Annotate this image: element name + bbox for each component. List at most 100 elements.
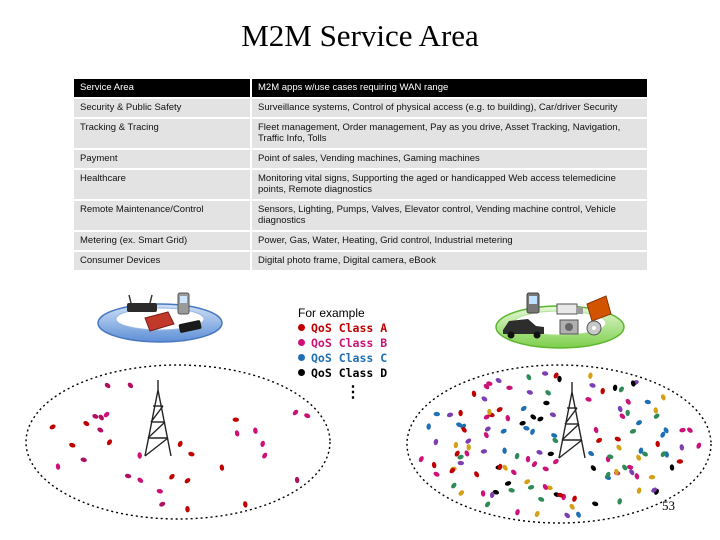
device-dot	[496, 407, 503, 413]
device-dot	[629, 428, 637, 434]
device-dot	[600, 387, 605, 395]
table-cell: Metering (ex. Smart Grid)	[74, 231, 252, 252]
qos-legend: For example QoS Class A QoS Class B QoS …	[298, 306, 387, 381]
device-dot	[630, 380, 636, 387]
device-dot	[625, 398, 631, 405]
device-dot	[511, 469, 517, 476]
device-dot	[98, 414, 104, 421]
device-dot	[471, 390, 477, 397]
device-dot	[159, 501, 166, 507]
table-cell: Payment	[74, 149, 252, 170]
device-dot	[569, 503, 575, 510]
device-dot	[531, 461, 538, 468]
device-dot	[483, 383, 490, 390]
device-dot	[243, 501, 248, 508]
device-dot	[551, 433, 558, 438]
device-dot	[465, 438, 472, 444]
device-dot	[564, 512, 570, 519]
modem-icon	[178, 320, 202, 333]
device-dot	[519, 420, 526, 426]
device-dot	[103, 411, 110, 418]
device-dot	[69, 442, 76, 448]
table-cell: Fleet management, Order management, Pay …	[251, 118, 647, 150]
device-dot	[651, 487, 658, 493]
device-dot	[526, 374, 532, 381]
table-header-row: Service Area M2M apps w/use cases requir…	[74, 79, 647, 99]
right-coverage-area	[406, 364, 712, 524]
device-dot	[520, 405, 527, 412]
car-icon	[503, 319, 544, 339]
device-dot	[506, 385, 513, 391]
table-cell: Surveillance systems, Control of physica…	[251, 98, 647, 119]
device-dot	[495, 377, 502, 384]
device-dot	[530, 428, 535, 435]
device-dot	[83, 420, 90, 427]
table-row: Tracking & Tracing Fleet management, Ord…	[74, 118, 647, 150]
legend-label: QoS Class C	[311, 351, 388, 365]
device-dot	[622, 464, 628, 471]
device-dot	[253, 427, 258, 434]
device-dot	[232, 417, 239, 422]
device-dot	[527, 484, 535, 490]
device-dot	[124, 473, 132, 479]
device-dot	[616, 444, 622, 451]
mobile-phone-icon	[177, 292, 190, 315]
table-cell: Power, Gas, Water, Heating, Grid control…	[251, 231, 647, 252]
table-cell: Sensors, Lighting, Pumps, Valves, Elevat…	[251, 200, 647, 232]
table-cell: Point of sales, Vending machines, Gaming…	[251, 149, 647, 170]
device-dot	[526, 390, 533, 395]
legend-label: QoS Class B	[311, 336, 388, 350]
device-dot	[696, 442, 702, 449]
table-row: Security & Public Safety Surveillance sy…	[74, 98, 647, 119]
truck-icon	[556, 303, 583, 315]
device-dot	[492, 489, 500, 495]
device-dot	[184, 478, 191, 484]
device-dot	[638, 447, 644, 454]
table-row: Healthcare Monitoring vital signs, Suppo…	[74, 169, 647, 201]
device-dot	[614, 468, 619, 476]
device-dot	[457, 454, 464, 460]
device-dot	[538, 497, 545, 502]
device-dot	[484, 501, 491, 508]
device-dot	[508, 488, 515, 493]
device-dot	[546, 485, 553, 491]
meter-device-icon	[559, 319, 579, 335]
device-dot	[660, 431, 666, 438]
device-dot	[644, 399, 651, 405]
device-dot	[426, 423, 431, 430]
left-coverage-area	[25, 364, 331, 520]
service-area-table: Service Area M2M apps w/use cases requir…	[74, 79, 647, 272]
device-dot	[592, 501, 599, 507]
device-dot	[483, 432, 489, 439]
device-dot	[525, 455, 531, 463]
table-header-cell: M2M apps w/use cases requiring WAN range	[251, 79, 647, 99]
device-dot	[456, 422, 463, 428]
vertical-ellipsis: ⋮	[345, 384, 361, 401]
table-cell: Healthcare	[74, 169, 252, 201]
device-dot	[669, 464, 675, 471]
device-dot	[618, 386, 624, 393]
device-dot	[537, 416, 544, 422]
device-dot	[619, 413, 626, 419]
legend-item-class-b: QoS Class B	[298, 336, 387, 351]
device-dot	[262, 452, 268, 459]
device-dot	[188, 451, 195, 457]
right-cell-tower-icon	[558, 382, 586, 459]
device-dot	[514, 452, 520, 460]
device-dot	[484, 426, 491, 432]
device-dot	[433, 471, 440, 477]
laptop-icon	[144, 311, 175, 332]
device-dot	[515, 509, 520, 516]
legend-intro: For example	[298, 306, 365, 320]
table-cell: Consumer Devices	[74, 251, 252, 272]
device-dot	[483, 414, 490, 420]
table-header-cell: Service Area	[74, 79, 252, 99]
left-device-dots	[49, 382, 311, 513]
device-dot	[660, 394, 666, 401]
device-dot	[614, 436, 621, 442]
device-dot	[557, 375, 562, 383]
device-dot	[480, 449, 488, 454]
device-dot	[458, 490, 465, 496]
device-dot	[648, 474, 656, 480]
device-dot	[607, 454, 614, 460]
